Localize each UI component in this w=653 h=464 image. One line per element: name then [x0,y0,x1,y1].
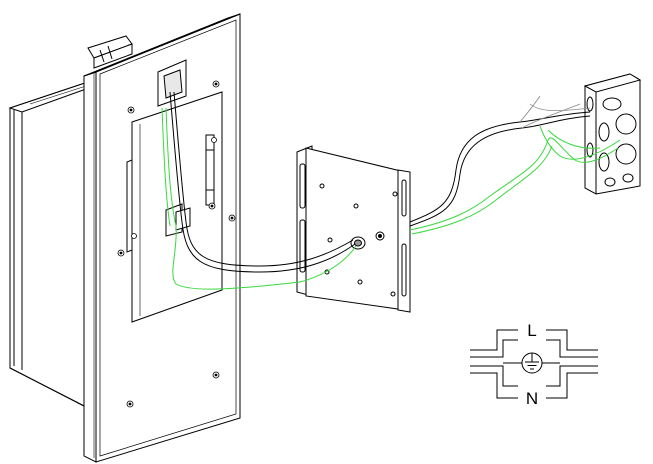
plate-clip [205,134,215,206]
neutral-conductor-right [546,365,598,387]
cable-entry-tab [157,59,187,107]
power-cable [169,91,591,273]
faceplate-screws [117,80,236,408]
conductors [519,95,591,129]
line-conductor-right [546,329,598,351]
line-conductor-left [470,329,518,351]
ground-wire [161,107,621,290]
line-label: L [527,321,536,340]
wiring-legend [470,329,598,399]
neutral-label: N [526,389,538,408]
top-bracket [87,35,133,69]
junction-box [583,73,642,195]
neutral-conductor-left [470,365,518,387]
mounting-bracket [296,145,411,313]
